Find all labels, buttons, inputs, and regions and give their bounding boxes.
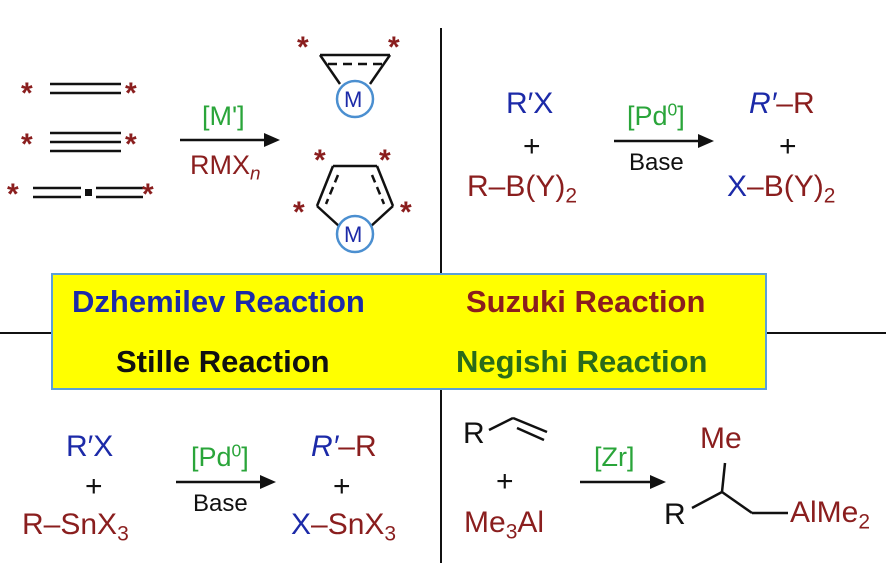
suzuki-plus-1: + [523,130,541,163]
negishi-alkene [488,416,548,442]
stille-arrow-head [260,475,276,489]
stille-reactant-2: R–SnX3 [22,508,129,546]
title-dzhemilev: Dzhemilev Reaction [72,284,365,319]
suzuki-product-1: R′–R [749,87,815,120]
suzuki-reactant-1: R′X [506,87,554,120]
star-diene-top-right: * [379,144,391,177]
star-diene-right: * [400,196,412,229]
negishi-product-r: R [664,498,686,531]
negishi-product-skeleton [691,462,788,515]
allene-bond [33,186,143,199]
star-allene-left: * [7,178,19,211]
suzuki-product-2: X–B(Y)2 [727,170,836,208]
star-diene-left: * [293,196,305,229]
star-allene-right: * [142,178,154,211]
dzhemilev-reagent: RMXn [190,150,261,185]
negishi-plus-1: + [496,465,514,498]
metal-label-bottom: M [344,222,363,247]
suzuki-catalyst: [Pd0] [627,99,685,131]
negishi-reactant-1-r: R [463,417,485,450]
title-negishi: Negishi Reaction [456,344,708,379]
metallacyclopentadiene [315,164,395,228]
stille-plus-1: + [85,470,103,503]
negishi-arrow-head [650,475,666,489]
suzuki-plus-2: + [779,130,797,163]
star-cyclopropene-left: * [297,31,309,64]
stille-plus-2: + [333,470,351,503]
dzhemilev-catalyst: [M'] [202,101,245,131]
reaction-title-banner [51,273,767,390]
alkyne-bond [50,131,121,153]
star-alkyne-left: * [21,128,33,161]
alkene-bond [50,82,121,95]
star-alkene-right: * [125,77,137,110]
metal-circle-top [335,79,375,119]
stille-product-2: X–SnX3 [291,508,397,546]
star-alkyne-right: * [125,128,137,161]
allene-center-dot [85,189,92,196]
title-stille: Stille Reaction [116,344,330,379]
metal-circle-bottom [335,214,375,254]
negishi-product-alme2: AlMe2 [790,496,871,534]
stille-product-1: R′–R [311,430,377,463]
stille-reactant-1: R′X [66,430,114,463]
stille-condition: Base [193,490,248,517]
dzhemilev-arrow-head [264,133,280,147]
negishi-product-me: Me [700,422,742,455]
metallacyclopropene [318,53,392,85]
star-diene-top-left: * [314,144,326,177]
suzuki-condition: Base [629,149,684,176]
negishi-reactant-2: Me3Al [464,506,545,544]
star-cyclopropene-right: * [388,31,400,64]
stille-catalyst: [Pd0] [191,440,249,472]
negishi-catalyst: [Zr] [594,442,635,472]
suzuki-reactant-2: R–B(Y)2 [467,170,578,208]
star-alkene-left: * [21,77,33,110]
suzuki-arrow-head [698,134,714,148]
metal-label-top: M [344,87,363,112]
title-suzuki: Suzuki Reaction [466,284,706,319]
